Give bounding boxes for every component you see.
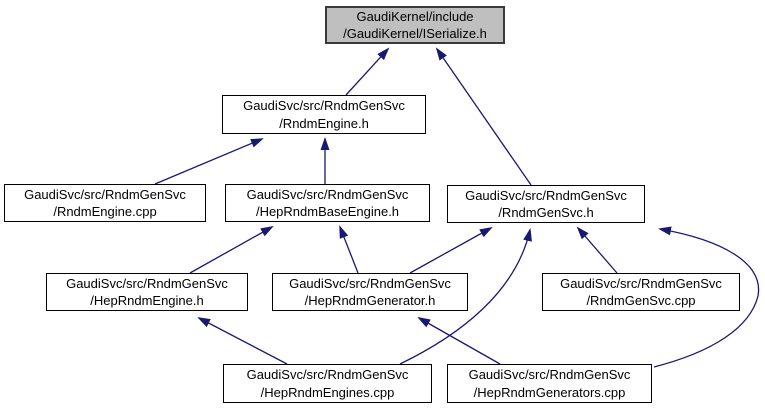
node-label-line1: GaudiSvc/src/RndmGenSvc — [246, 367, 409, 383]
edge-rndmgensvc-cpp-to-rndmgensvc-h — [576, 226, 618, 274]
node-label-line1: GaudiKernel/include — [356, 8, 474, 24]
node-label-line2: /HepRndmGenerator.h — [304, 293, 436, 308]
node-label-line2: /RndmGenSvc.cpp — [586, 293, 696, 308]
edge-heprndmgenerator-h-to-rndmgensvc-h — [409, 227, 493, 274]
node-label-line1: GaudiSvc/src/RndmGenSvc — [465, 187, 627, 203]
node-label-line1: GaudiSvc/src/RndmGenSvc — [289, 275, 451, 291]
node-iserialize-h[interactable]: GaudiKernel/include /GaudiKernel/ISerial… — [325, 6, 505, 44]
edge-rndmgensvc-h-to-iserialize-h — [435, 47, 532, 186]
node-heprndmbaseengine-h[interactable]: GaudiSvc/src/RndmGenSvc /HepRndmBaseEngi… — [225, 184, 430, 222]
node-label-line2: /RndmEngine.h — [279, 115, 369, 131]
node-heprndmengines-cpp[interactable]: GaudiSvc/src/RndmGenSvc /HepRndmEngines.… — [223, 364, 432, 403]
node-label-line2: /HepRndmEngine.h — [90, 293, 204, 308]
node-label-line1: GaudiSvc/src/RndmGenSvc — [560, 275, 722, 291]
edge-heprndmgenerators-cpp-to-rndmgensvc-h — [653, 226, 760, 368]
node-label-line2: /RndmGenSvc.h — [498, 205, 594, 220]
node-heprndmengine-h[interactable]: GaudiSvc/src/RndmGenSvc /HepRndmEngine.h — [46, 273, 248, 311]
node-rndmengine-cpp[interactable]: GaudiSvc/src/RndmGenSvc /RndmEngine.cpp — [4, 184, 206, 222]
edge-rndmengine-cpp-to-rndmengine-h — [154, 138, 264, 185]
node-label-line2: /HepRndmEngines.cpp — [260, 384, 395, 400]
node-label-line2: /GaudiKernel/ISerialize.h — [343, 26, 487, 41]
edge-heprndmgenerators-cpp-to-heprndmgenerator-h — [417, 317, 501, 365]
edge-heprndmengines-cpp-to-rndmgensvc-h — [399, 228, 532, 365]
edge-heprndmengines-cpp-to-heprndmengine-h — [197, 317, 288, 365]
edge-heprndmgenerator-h-to-heprndmbaseengine-h — [339, 225, 359, 274]
node-heprndmgenerator-h[interactable]: GaudiSvc/src/RndmGenSvc /HepRndmGenerato… — [272, 273, 468, 311]
node-label-line1: GaudiSvc/src/RndmGenSvc — [468, 367, 631, 383]
node-rndmengine-h[interactable]: GaudiSvc/src/RndmGenSvc /RndmEngine.h — [222, 95, 426, 134]
node-rndmgensvc-h[interactable]: GaudiSvc/src/RndmGenSvc /RndmGenSvc.h — [447, 185, 645, 223]
edge-heprndmengine-h-to-heprndmbaseengine-h — [189, 226, 274, 274]
node-label-line1: GaudiSvc/src/RndmGenSvc — [246, 186, 409, 202]
node-label-line1: GaudiSvc/src/RndmGenSvc — [243, 98, 405, 114]
node-heprndmgenerators-cpp[interactable]: GaudiSvc/src/RndmGenSvc /HepRndmGenerato… — [447, 364, 652, 403]
node-label-line2: /RndmEngine.cpp — [53, 204, 157, 219]
edge-rndmengine-h-to-iserialize-h — [345, 47, 390, 96]
node-label-line2: /HepRndmGenerators.cpp — [473, 384, 626, 400]
node-label-line1: GaudiSvc/src/RndmGenSvc — [24, 186, 186, 202]
node-rndmgensvc-cpp[interactable]: GaudiSvc/src/RndmGenSvc /RndmGenSvc.cpp — [542, 273, 740, 311]
node-label-line1: GaudiSvc/src/RndmGenSvc — [66, 275, 228, 291]
node-label-line2: /HepRndmBaseEngine.h — [255, 204, 400, 219]
